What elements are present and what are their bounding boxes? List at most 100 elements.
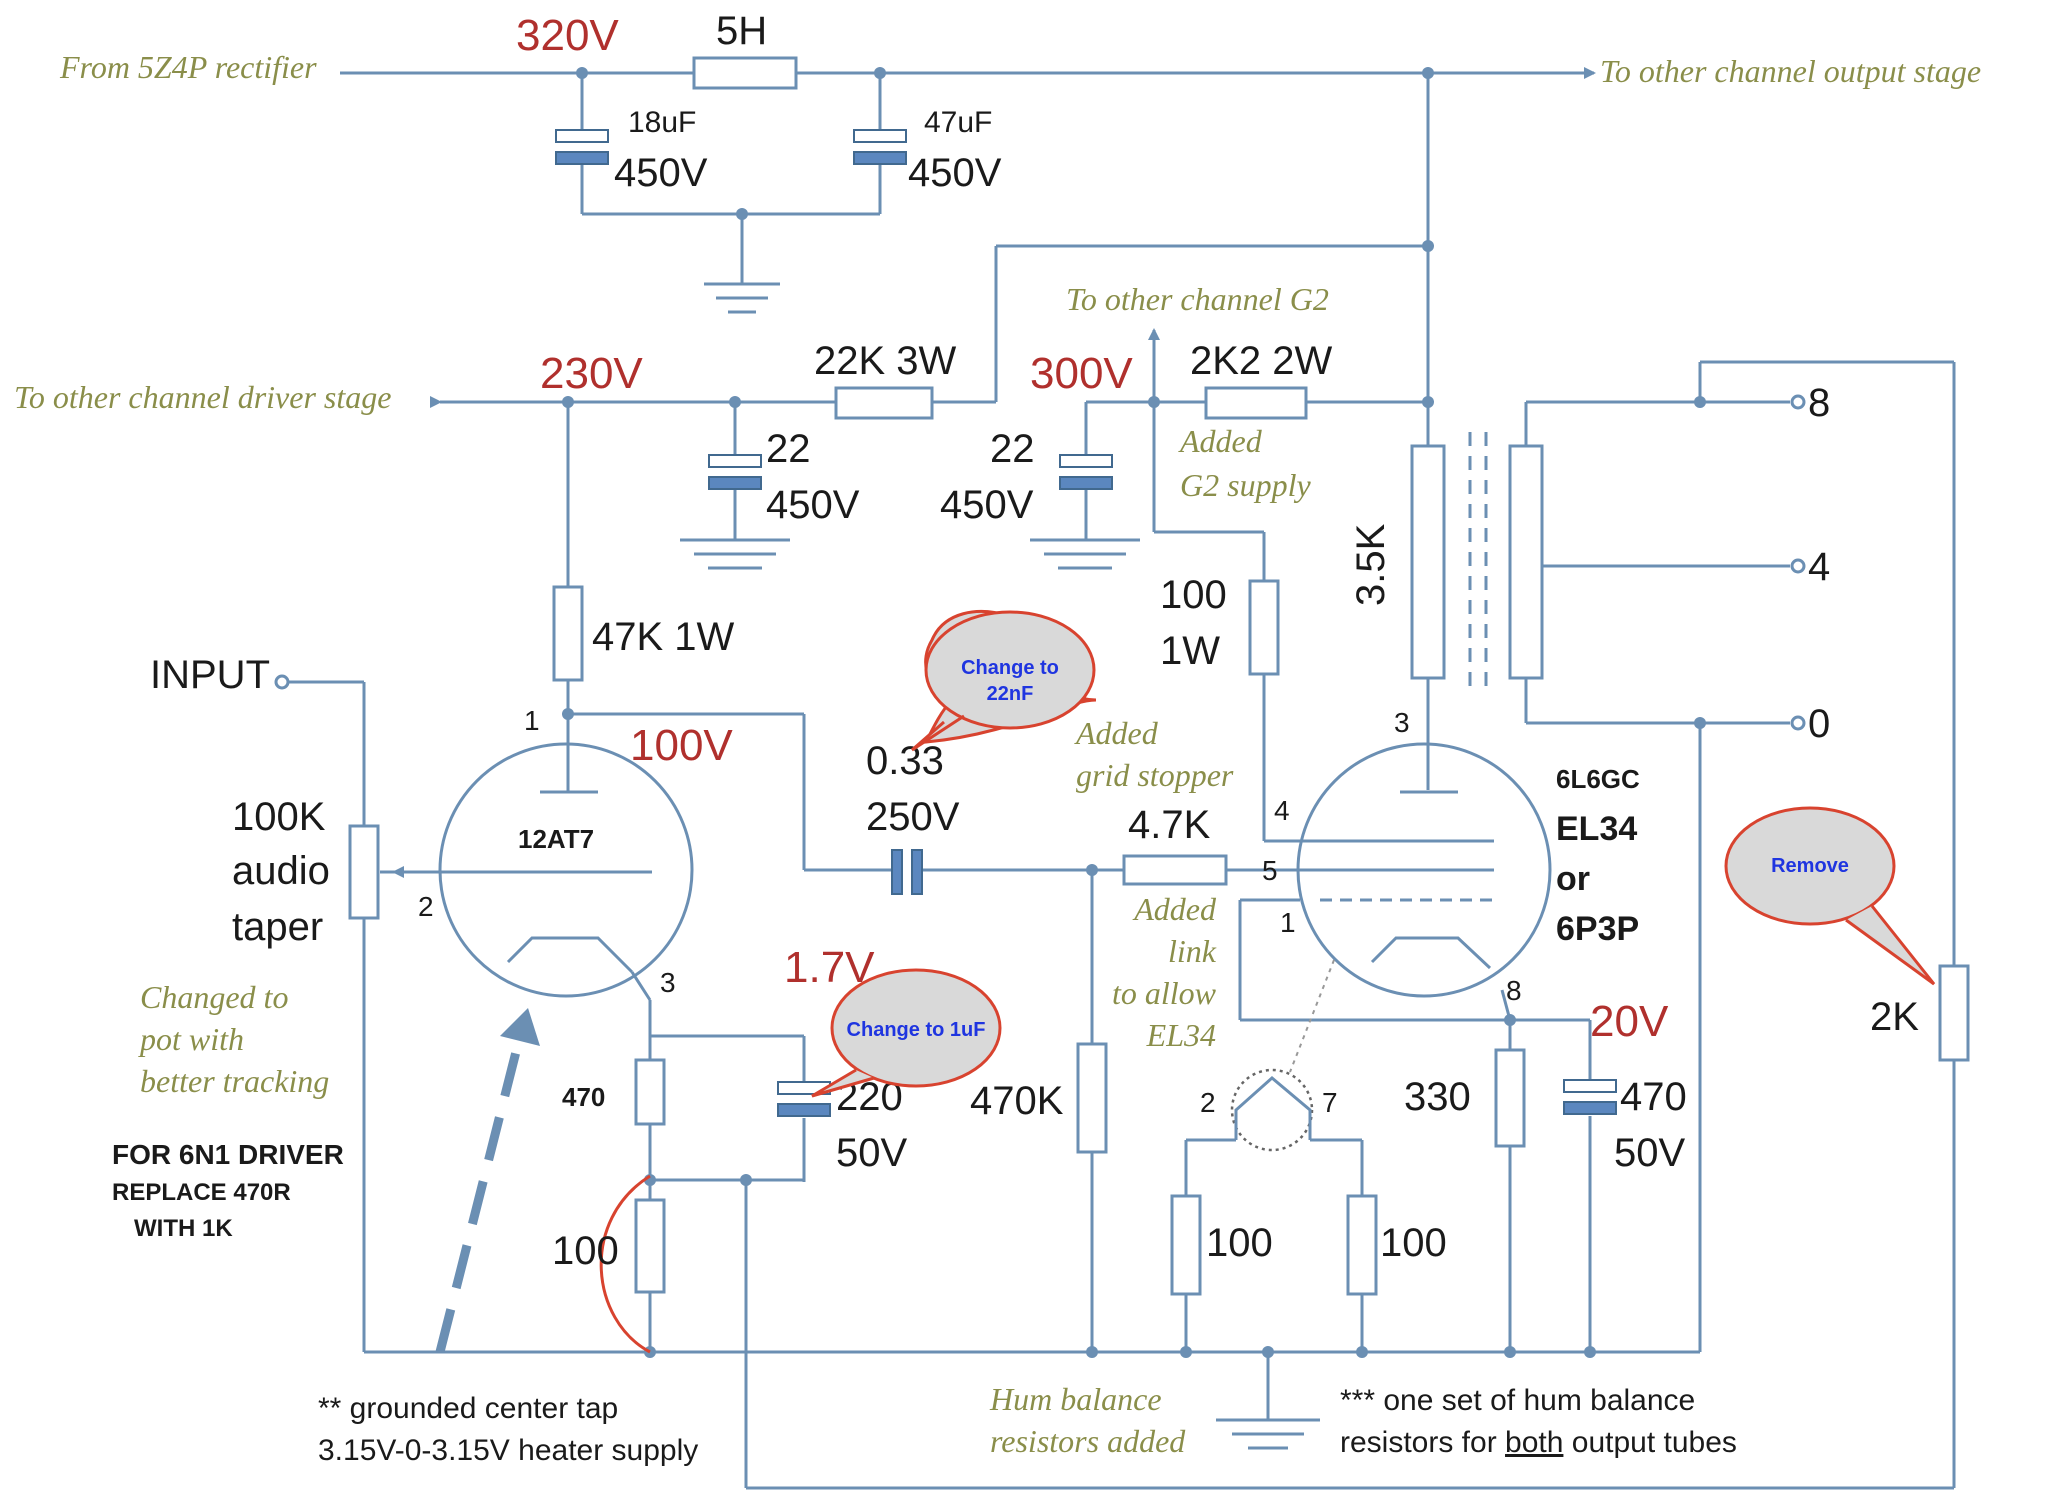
svg-text:100: 100 [1160, 573, 1227, 617]
svg-text:grid stopper: grid stopper [1076, 757, 1234, 793]
svg-text:5: 5 [1262, 855, 1278, 886]
svg-text:100: 100 [552, 1229, 619, 1273]
svg-text:EL34: EL34 [1556, 810, 1637, 848]
footnote-post: output tubes [1563, 1426, 1736, 1459]
svg-text:Added: Added [1074, 715, 1159, 751]
svg-text:5H: 5H [716, 9, 767, 53]
resistor-2k2 [1204, 386, 1308, 420]
svg-text:470K: 470K [970, 1079, 1064, 1123]
svg-text:50V: 50V [1614, 1131, 1685, 1175]
svg-text:47K 1W: 47K 1W [592, 615, 735, 659]
svg-text:resistors added: resistors added [990, 1423, 1186, 1459]
svg-text:470: 470 [1620, 1075, 1687, 1119]
resistor-470k [1076, 1042, 1108, 1154]
svg-text:8: 8 [1808, 381, 1830, 425]
footnote-underline: both [1505, 1426, 1563, 1459]
svg-text:Remove: Remove [1771, 855, 1849, 877]
svg-text:resistors for both output tube: resistors for both output tubes [1340, 1426, 1737, 1459]
svg-text:From 5Z4P rectifier: From 5Z4P rectifier [59, 49, 317, 85]
svg-text:50V: 50V [836, 1131, 907, 1175]
voltage-labels: 320V 230V 300V 100V 1.7V 20V [516, 11, 1669, 1046]
svg-text:FOR 6N1 DRIVER: FOR 6N1 DRIVER [112, 1139, 344, 1170]
footnote-pre: resistors for [1340, 1426, 1505, 1459]
svg-text:Change to 1uF: Change to 1uF [847, 1019, 986, 1041]
transformer-core [1468, 432, 1488, 694]
callout-22nf: Change to 22nF [911, 609, 1097, 752]
resistor-2k [1938, 964, 1970, 1062]
svg-text:REPLACE 470R: REPLACE 470R [112, 1179, 291, 1206]
svg-text:300V: 300V [1030, 349, 1133, 398]
center-tap-pointer [435, 1008, 540, 1354]
svg-text:Added: Added [1178, 423, 1263, 459]
svg-text:250V: 250V [866, 795, 960, 839]
svg-text:2: 2 [418, 891, 434, 922]
svg-text:link: link [1168, 933, 1217, 969]
svg-text:18uF: 18uF [628, 106, 696, 139]
svg-text:450V: 450V [940, 483, 1034, 527]
resistor-330 [1494, 1048, 1526, 1148]
svg-text:320V: 320V [516, 11, 619, 60]
svg-text:To other channel G2: To other channel G2 [1066, 281, 1329, 317]
svg-text:Changed to: Changed to [140, 979, 288, 1015]
svg-text:3: 3 [660, 967, 676, 998]
svg-text:Hum balance: Hum balance [989, 1381, 1162, 1417]
svg-text:2K2 2W: 2K2 2W [1190, 339, 1333, 383]
svg-text:470: 470 [562, 1082, 605, 1112]
svg-text:0: 0 [1808, 702, 1830, 746]
svg-text:INPUT: INPUT [150, 653, 270, 697]
ot-primary [1410, 444, 1446, 680]
svg-text:230V: 230V [540, 349, 643, 398]
svg-text:taper: taper [232, 905, 323, 949]
svg-text:pot with: pot with [138, 1021, 244, 1057]
resistor-100 [634, 1198, 666, 1294]
svg-text:330: 330 [1404, 1075, 1471, 1119]
ground-symbols [680, 282, 1320, 1450]
svg-text:100: 100 [1380, 1221, 1447, 1265]
svg-text:to allow: to allow [1112, 975, 1217, 1011]
annotations: From 5Z4P rectifier To other channel out… [14, 49, 1981, 1459]
svg-text:or: or [1556, 860, 1590, 898]
svg-text:1W: 1W [1160, 629, 1220, 673]
bypass-mark [599, 1174, 651, 1354]
svg-text:Change to: Change to [961, 657, 1059, 679]
svg-text:0.33: 0.33 [866, 739, 944, 783]
svg-text:2: 2 [1200, 1087, 1216, 1118]
svg-text:4: 4 [1274, 795, 1290, 826]
svg-text:100: 100 [1206, 1221, 1273, 1265]
svg-text:450V: 450V [766, 483, 860, 527]
svg-text:6P3P: 6P3P [1556, 910, 1639, 948]
choke-5h [692, 56, 798, 90]
callout-remove: Remove [1724, 806, 1936, 986]
svg-text:3.15V-0-3.15V heater supply: 3.15V-0-3.15V heater supply [318, 1434, 698, 1467]
ot-secondary [1508, 444, 1544, 680]
footnotes: ** grounded center tap 3.15V-0-3.15V hea… [318, 1384, 1737, 1467]
svg-text:WITH 1K: WITH 1K [134, 1215, 233, 1242]
svg-text:100K: 100K [232, 795, 326, 839]
svg-text:47uF: 47uF [924, 106, 992, 139]
svg-text:7: 7 [1322, 1087, 1338, 1118]
svg-text:Added: Added [1132, 891, 1217, 927]
svg-text:audio: audio [232, 849, 330, 893]
callout-1uf: Change to 1uF [811, 968, 1002, 1098]
output-terminals[interactable] [1790, 394, 1806, 731]
svg-text:100V: 100V [630, 721, 733, 770]
heater [1230, 959, 1335, 1152]
input-terminal[interactable] [274, 674, 290, 690]
resistor-47k [552, 585, 584, 682]
svg-text:G2 supply: G2 supply [1180, 467, 1311, 503]
svg-text:20V: 20V [1590, 997, 1669, 1046]
svg-text:4.7K: 4.7K [1128, 803, 1211, 847]
svg-text:3: 3 [1394, 707, 1410, 738]
svg-text:8: 8 [1506, 975, 1522, 1006]
resistors [348, 56, 1970, 1296]
svg-text:12AT7: 12AT7 [518, 824, 594, 854]
tube-el34 [1296, 742, 1552, 998]
resistor-22k [834, 386, 934, 420]
svg-text:1: 1 [524, 705, 540, 736]
svg-text:450V: 450V [908, 151, 1002, 195]
junction-dots [562, 67, 1706, 1358]
svg-text:22: 22 [766, 427, 811, 471]
svg-text:EL34: EL34 [1146, 1017, 1216, 1053]
svg-text:better tracking: better tracking [140, 1063, 329, 1099]
svg-text:3.5K: 3.5K [1349, 523, 1393, 606]
